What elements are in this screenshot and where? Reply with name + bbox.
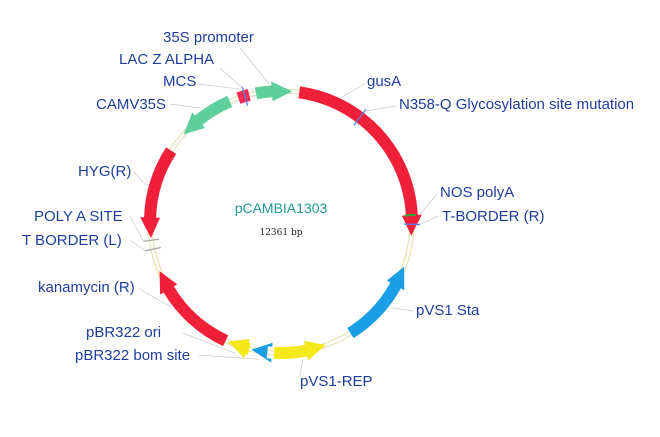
label-gusa: gusA — [367, 73, 401, 90]
leader-pvs1-sta — [390, 307, 414, 312]
leader-nos-polya — [419, 193, 438, 215]
label-pbr322-ori: pBR322 ori — [86, 324, 161, 341]
leader-t-border-l — [129, 239, 146, 252]
feature-35s-promoter — [254, 81, 293, 102]
tick-lac-z-alpha — [241, 86, 249, 106]
leader-gusa — [341, 83, 365, 98]
plasmid-size: 12361 bp — [259, 228, 302, 238]
tick-poly-a-site — [143, 238, 160, 242]
label-kanamycin: kanamycin (R) — [38, 279, 135, 296]
feature-hyg — [140, 147, 177, 238]
leader-n358q — [364, 105, 397, 112]
label-poly-a-site: POLY A SITE — [34, 208, 123, 225]
feature-kanamycin — [159, 271, 229, 347]
feature-nos-polya — [404, 213, 416, 217]
leader-t-border-r — [419, 215, 439, 225]
leader-pbr322-ori — [182, 332, 236, 354]
leader-pvs1-rep — [299, 359, 304, 377]
label-pvs1-rep: pVS1-REP — [300, 373, 373, 390]
leader-poly-a-site — [129, 215, 144, 242]
label-pbr322-bom: pBR322 bom site — [75, 347, 190, 364]
marker-layer — [143, 86, 420, 252]
tick-n358q — [353, 108, 367, 126]
leader-mcs — [197, 83, 241, 90]
label-35s-promoter: 35S promoter — [163, 29, 254, 46]
feature-pvs1-sta — [347, 266, 405, 339]
leader-layer — [129, 47, 439, 377]
feature-camv35s — [183, 95, 233, 135]
label-lac-z-alpha: LAC Z ALPHA — [119, 51, 214, 68]
plasmid-name: pCAMBIA1303 — [235, 200, 328, 216]
leader-kanamycin — [137, 287, 172, 308]
label-pvs1-sta: pVS1 Sta — [416, 302, 480, 319]
feature-layer — [140, 81, 422, 363]
label-t-border-l: T BORDER (L) — [22, 232, 122, 249]
leader-camv35s — [169, 103, 202, 109]
label-t-border-r: T-BORDER (R) — [442, 208, 545, 225]
leader-lac-z-alpha — [219, 67, 243, 89]
feature-mcs-block — [236, 89, 251, 104]
leader-pbr322-bom — [198, 354, 260, 360]
feature-pbr322-ori — [227, 338, 251, 359]
tick-t-border-l — [144, 246, 161, 252]
label-nos-polya: NOS polyA — [440, 184, 514, 201]
label-n358q: N358-Q Glycosylation site mutation — [399, 96, 634, 113]
leader-35s-promoter — [239, 47, 270, 84]
label-mcs: MCS — [163, 73, 196, 90]
feature-pvs1-rep — [273, 340, 326, 361]
leader-hyg — [133, 171, 147, 187]
feature-pbr322-bom — [251, 342, 273, 363]
label-hyg: HYG(R) — [78, 163, 131, 180]
label-camv35s: CAMV35S — [96, 96, 166, 113]
